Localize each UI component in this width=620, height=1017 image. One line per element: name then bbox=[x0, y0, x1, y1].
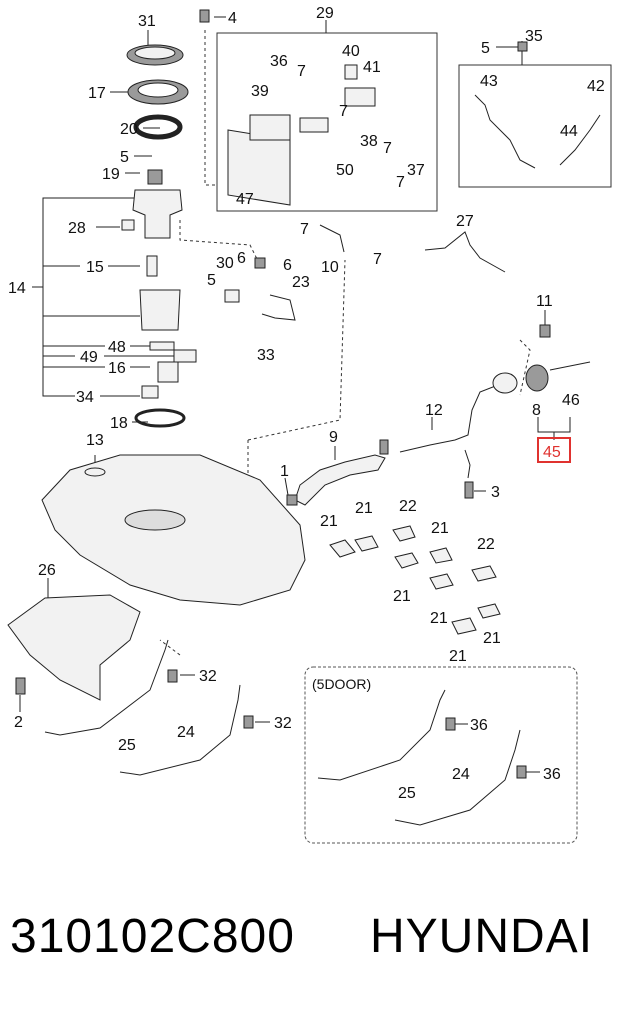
part-label: 49 bbox=[80, 349, 98, 366]
part-label: 11 bbox=[536, 293, 553, 310]
footer: 310102C800 HYUNDAI bbox=[0, 905, 620, 985]
part-label: 7 bbox=[300, 221, 309, 238]
part-label: 26 bbox=[38, 562, 56, 579]
part-label: 3 bbox=[491, 484, 500, 501]
part-label: 43 bbox=[480, 73, 498, 90]
part-label: 7 bbox=[373, 251, 382, 268]
part-label: 42 bbox=[587, 78, 605, 95]
part-label: 28 bbox=[68, 220, 86, 237]
part-label: 21 bbox=[393, 588, 411, 605]
part-label: 21 bbox=[431, 520, 449, 537]
part-label: 7 bbox=[396, 174, 405, 191]
part-label: 46 bbox=[562, 392, 580, 409]
part-label: 21 bbox=[449, 648, 467, 665]
part-label: 21 bbox=[355, 500, 373, 517]
part-label: 36 bbox=[470, 717, 488, 734]
part-label: 23 bbox=[292, 274, 310, 291]
part-label: 25 bbox=[118, 737, 136, 754]
part-label: 31 bbox=[138, 13, 156, 30]
part-label: 1 bbox=[280, 463, 289, 480]
part-label: 12 bbox=[425, 402, 443, 419]
part-label: 9 bbox=[329, 429, 338, 446]
part-label: 44 bbox=[560, 123, 578, 140]
part-label: 38 bbox=[360, 133, 378, 150]
part-label: 5 bbox=[481, 40, 490, 57]
part-number-text: 310102C800 bbox=[10, 910, 295, 963]
part-label: 13 bbox=[86, 432, 104, 449]
fuel-system-parts-diagram: 31 4 29 35 5 17 20 5 19 36 7 40 41 39 7 … bbox=[7, 5, 612, 844]
part-label: 27 bbox=[456, 213, 474, 230]
part-label: 41 bbox=[363, 59, 381, 76]
part-label: 34 bbox=[76, 389, 94, 406]
part-label: 25 bbox=[398, 785, 416, 802]
part-label: 10 bbox=[321, 259, 339, 276]
part-label: 4 bbox=[228, 10, 237, 27]
part-label: 20 bbox=[120, 121, 138, 138]
part-label: 24 bbox=[177, 724, 195, 741]
part-label: 22 bbox=[399, 498, 417, 515]
part-label: 37 bbox=[407, 162, 425, 179]
part-label: 14 bbox=[8, 280, 26, 297]
inset-title: (5DOOR) bbox=[312, 676, 371, 692]
part-label: 17 bbox=[88, 85, 106, 102]
part-drawings bbox=[7, 9, 601, 826]
part-label: 2 bbox=[14, 714, 23, 731]
part-label: 29 bbox=[316, 5, 334, 22]
leader-lines bbox=[19, 16, 571, 773]
part-label: 32 bbox=[274, 715, 292, 732]
part-label: 15 bbox=[86, 259, 104, 276]
part-label: 18 bbox=[110, 415, 128, 432]
part-label: 47 bbox=[236, 191, 254, 208]
part-label: 30 bbox=[216, 255, 234, 272]
part-label: 21 bbox=[320, 513, 338, 530]
part-number-labels: 31 4 29 35 5 17 20 5 19 36 7 40 41 39 7 … bbox=[8, 5, 605, 802]
part-label: 36 bbox=[270, 53, 288, 70]
part-label: 40 bbox=[342, 43, 360, 60]
part-label: 33 bbox=[257, 347, 275, 364]
five-door-inset-frame bbox=[304, 666, 578, 844]
part-label: 6 bbox=[283, 257, 292, 274]
filler-hose-group-frame bbox=[458, 64, 612, 188]
part-label: 36 bbox=[543, 766, 561, 783]
part-label: 21 bbox=[483, 630, 501, 647]
part-label: 6 bbox=[237, 250, 246, 267]
part-label: 35 bbox=[525, 28, 543, 45]
part-label: 7 bbox=[339, 103, 348, 120]
part-label: 39 bbox=[251, 83, 269, 100]
brand-text: HYUNDAI bbox=[370, 910, 594, 963]
canister-group-frame bbox=[216, 32, 438, 212]
part-label: 19 bbox=[102, 166, 120, 183]
part-label: 48 bbox=[108, 339, 126, 356]
part-label: 5 bbox=[120, 149, 129, 166]
part-label: 21 bbox=[430, 610, 448, 627]
part-label: 7 bbox=[297, 63, 306, 80]
part-label: 5 bbox=[207, 272, 216, 289]
part-label: 8 bbox=[532, 402, 541, 419]
part-label: 16 bbox=[108, 360, 126, 377]
highlighted-part-label: 45 bbox=[543, 444, 561, 461]
part-label: 24 bbox=[452, 766, 470, 783]
part-label: 32 bbox=[199, 668, 217, 685]
part-label: 50 bbox=[336, 162, 354, 179]
part-label: 7 bbox=[383, 140, 392, 157]
part-label: 22 bbox=[477, 536, 495, 553]
highlighted-part-box bbox=[537, 437, 571, 463]
